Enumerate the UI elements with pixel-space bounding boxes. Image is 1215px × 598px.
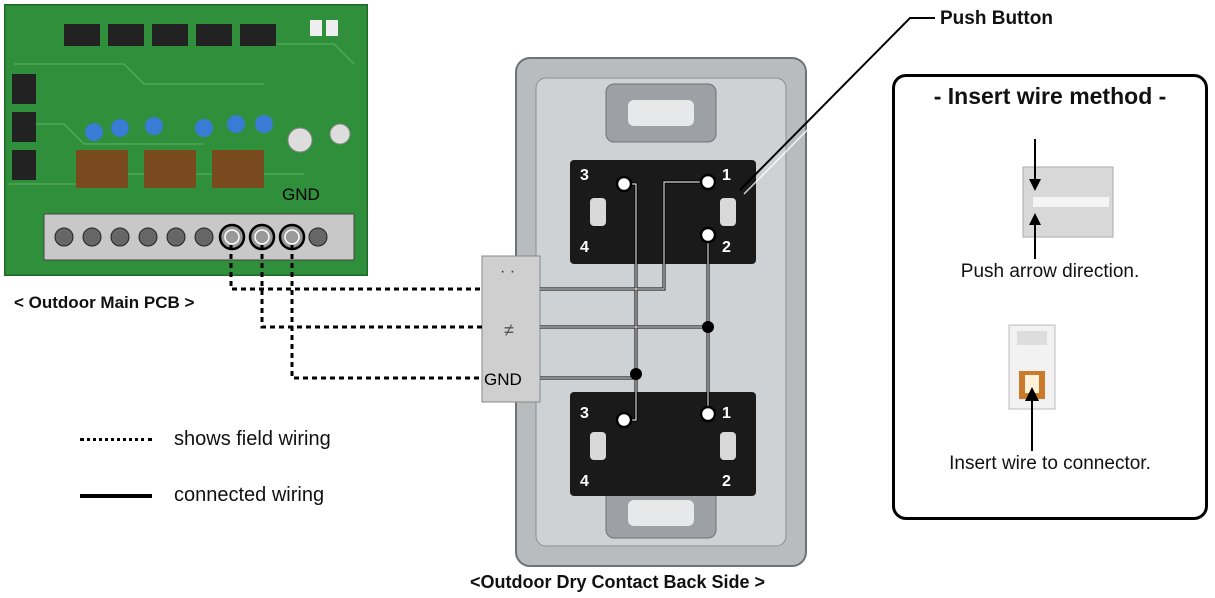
- dry-contact-title: <Outdoor Dry Contact Back Side >: [470, 572, 766, 592]
- insert-wire-method-title: - Insert wire method -: [933, 83, 1167, 109]
- relay-num: 2: [722, 473, 731, 490]
- connector-gnd-label: GND: [484, 370, 522, 389]
- pcb-title: < Outdoor Main PCB >: [14, 293, 195, 312]
- insert-wire-method-box: - Insert wire method - Push arrow direct…: [892, 74, 1208, 520]
- push-arrow-illustration: [1022, 139, 1114, 259]
- legend-connected-wiring-text: connected wiring: [174, 484, 325, 506]
- relay-num: 3: [580, 167, 589, 184]
- relay-num: 4: [580, 239, 589, 256]
- legend-connected-wiring: connected wiring: [80, 484, 324, 507]
- push-button-label: Push Button: [940, 8, 1053, 29]
- legend-field-wiring-text: shows field wiring: [174, 428, 331, 450]
- outdoor-main-pcb: GND: [4, 4, 368, 276]
- wire-connector: [481, 255, 541, 403]
- connector-top-label: · ·: [500, 263, 515, 280]
- insert-wire-caption: Insert wire to connector.: [949, 453, 1151, 474]
- push-arrow-caption: Push arrow direction.: [960, 261, 1140, 282]
- relay-num: 4: [580, 473, 589, 490]
- field-wiring: [229, 245, 482, 380]
- pcb-gnd-label: GND: [282, 185, 320, 204]
- relay-num: 1: [722, 167, 731, 184]
- relay-num: 3: [580, 405, 589, 422]
- solid-line-swatch: [80, 493, 152, 498]
- push-button-leader: [739, 17, 935, 191]
- relay-num: 2: [722, 239, 731, 256]
- connector-mid-label: ≠: [504, 320, 514, 340]
- dotted-line-swatch: [80, 438, 152, 441]
- insert-wire-illustration: [1008, 324, 1056, 451]
- legend-field-wiring: shows field wiring: [80, 428, 331, 451]
- relay-num: 1: [722, 405, 731, 422]
